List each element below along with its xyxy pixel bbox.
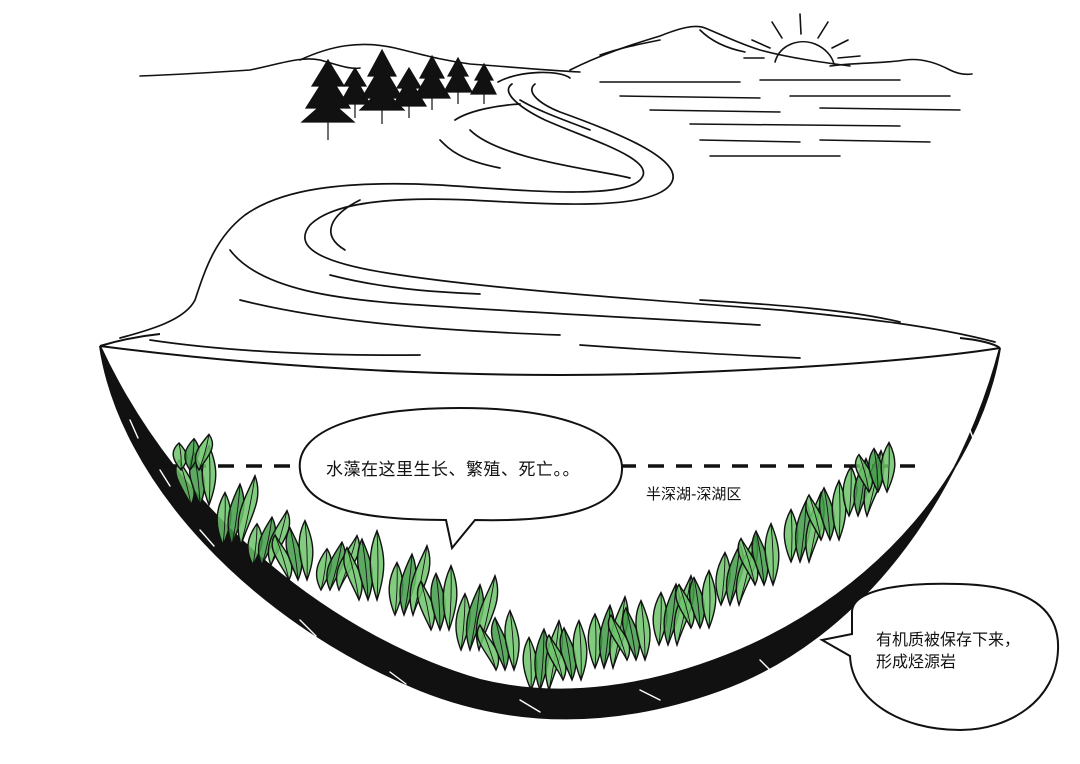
algae-leaf-vein (320, 548, 328, 591)
algae-leaf-vein (720, 552, 726, 606)
speech-bubble-source-rock (819, 582, 1060, 732)
algae-leaf (369, 528, 385, 603)
algae-leaf-vein (539, 629, 545, 691)
algae-leaf-vein (858, 454, 870, 493)
algae-leaf-vein (838, 480, 841, 541)
algae-leaf-vein (178, 442, 182, 471)
algae-leaf-vein (361, 539, 369, 601)
lake-surface-rim (99, 345, 1001, 376)
algae-leaf-vein (222, 492, 226, 546)
algae-leaf-vein (610, 614, 628, 661)
sediment-shell (99, 345, 1001, 720)
speech-bubble-algae (298, 406, 624, 551)
algae-leaf-vein (261, 517, 273, 566)
algae-leaf-vein (578, 620, 582, 681)
algae-leaf-vein (603, 605, 611, 669)
algae-leaf-vein (189, 438, 195, 471)
algae-leaf-vein (678, 584, 692, 629)
algae-leaf-vein (790, 509, 793, 563)
pine-forest (300, 48, 497, 140)
algae-leaf-vein (740, 538, 756, 586)
algae-leaf-vein (755, 530, 765, 586)
algae-leaf-vein (420, 581, 432, 631)
algae-leaf-vein (563, 627, 573, 681)
source-rock-text-line2: 形成烃源岩 (876, 652, 957, 671)
algae-leaf-vein (594, 613, 597, 669)
algae-leaf-vein (494, 617, 506, 671)
algae-leaf-vein (509, 610, 515, 671)
algae-leaf-vein (848, 466, 852, 517)
algae-leaf-vein (448, 565, 452, 631)
algae-leaf-vein (240, 475, 256, 546)
algae-leaf-vein (274, 534, 290, 581)
sun-icon (743, 13, 861, 65)
algae-leaf-vein (329, 542, 343, 591)
algae-leaf-vein (808, 494, 822, 541)
algae-leaf-vein (667, 584, 677, 646)
algae-leaf-vein (270, 510, 288, 566)
mountain-range (139, 25, 973, 77)
algae-leaf-vein (469, 584, 481, 651)
algae-leaf-vein (625, 607, 637, 661)
algae-leaf-vein (873, 448, 879, 493)
algae-leaf-vein (460, 593, 466, 651)
algae-leaf-vein (479, 624, 497, 671)
meandering-river (119, 71, 996, 359)
algae-leaf-vein (304, 520, 308, 581)
algae-leaf-vein (548, 634, 564, 681)
algae-leaf-vein (403, 554, 413, 616)
algae-group (172, 433, 896, 693)
source-rock-text-line1: 有机质被保存下来， (876, 630, 1021, 649)
algae-leaf-vein (198, 434, 210, 471)
algae-leaf-vein (658, 592, 662, 646)
algae-leaf-vein (435, 573, 441, 631)
algae-leaf-vein (376, 530, 379, 601)
algae-leaf-vein (252, 523, 258, 566)
far-lake-ripples (599, 79, 961, 157)
algae-leaf (701, 568, 717, 630)
algae-leaf-vein (528, 637, 532, 691)
semi-deep-lake-zone-label: 半深湖-深湖区 (646, 485, 742, 503)
lake-basin (99, 333, 1001, 720)
algae-leaf-vein (231, 484, 241, 546)
algae-leaf-vein (708, 570, 711, 629)
algae-leaf-vein (289, 527, 299, 581)
algae-leaf-vein (770, 523, 774, 586)
algae-leaf-vein (346, 547, 360, 601)
algae-leaf-vein (640, 600, 646, 661)
algae-leaf-vein (693, 577, 701, 629)
algae-leaf-vein (394, 562, 398, 616)
speech-bubble-algae-text: 水藻在这里生长、繁殖、死亡。。 (326, 460, 580, 480)
algae-leaf-vein (886, 442, 890, 493)
algae-leaf-vein (823, 487, 831, 541)
